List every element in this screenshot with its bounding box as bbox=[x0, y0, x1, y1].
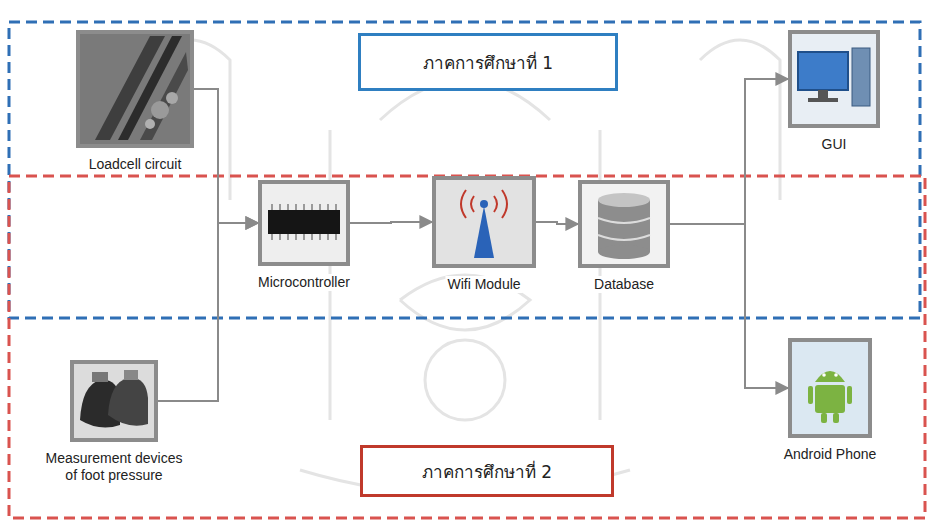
semester-1-region bbox=[9, 22, 920, 318]
android-picture bbox=[792, 342, 868, 434]
flow-arrow bbox=[670, 224, 788, 388]
foot-device-picture bbox=[74, 364, 154, 438]
component-label: Android Phone bbox=[782, 446, 879, 463]
picture-frame: Measurement devices of foot pressure bbox=[70, 360, 158, 442]
picture-frame: Loadcell circuit bbox=[76, 30, 194, 148]
component-label: Loadcell circuit bbox=[87, 156, 184, 173]
watermark-emblem bbox=[150, 40, 780, 495]
component-label: Microcontroller bbox=[256, 274, 352, 291]
component-label: Measurement devices of foot pressure bbox=[37, 450, 191, 484]
flow-arrow bbox=[536, 222, 578, 224]
flow-arrow bbox=[350, 222, 432, 223]
semester-2-region bbox=[9, 176, 925, 518]
database-picture bbox=[582, 184, 666, 264]
flow-arrow bbox=[194, 89, 258, 223]
loadcell-picture bbox=[80, 34, 190, 144]
component-label: GUI bbox=[820, 136, 849, 153]
microcontroller-picture bbox=[262, 184, 346, 262]
semester-title: ภาคการศึกษาที่ 2 bbox=[422, 458, 552, 485]
flow-arrow bbox=[158, 223, 258, 401]
picture-frame: Database bbox=[578, 180, 670, 268]
semester-label-box: ภาคการศึกษาที่ 1 bbox=[358, 33, 618, 91]
component-label: Wifi Module bbox=[445, 276, 522, 293]
wifi-picture bbox=[436, 180, 532, 264]
picture-frame: Wifi Module bbox=[432, 176, 536, 268]
semester-label-box: ภาคการศึกษาที่ 2 bbox=[360, 445, 614, 497]
picture-frame: Android Phone bbox=[788, 338, 872, 438]
flow-arrow bbox=[670, 79, 788, 224]
picture-frame: Microcontroller bbox=[258, 180, 350, 266]
component-label: Database bbox=[592, 276, 656, 293]
semester-title: ภาคการศึกษาที่ 1 bbox=[423, 49, 553, 76]
picture-frame: GUI bbox=[788, 30, 880, 128]
computer-picture bbox=[792, 34, 876, 124]
